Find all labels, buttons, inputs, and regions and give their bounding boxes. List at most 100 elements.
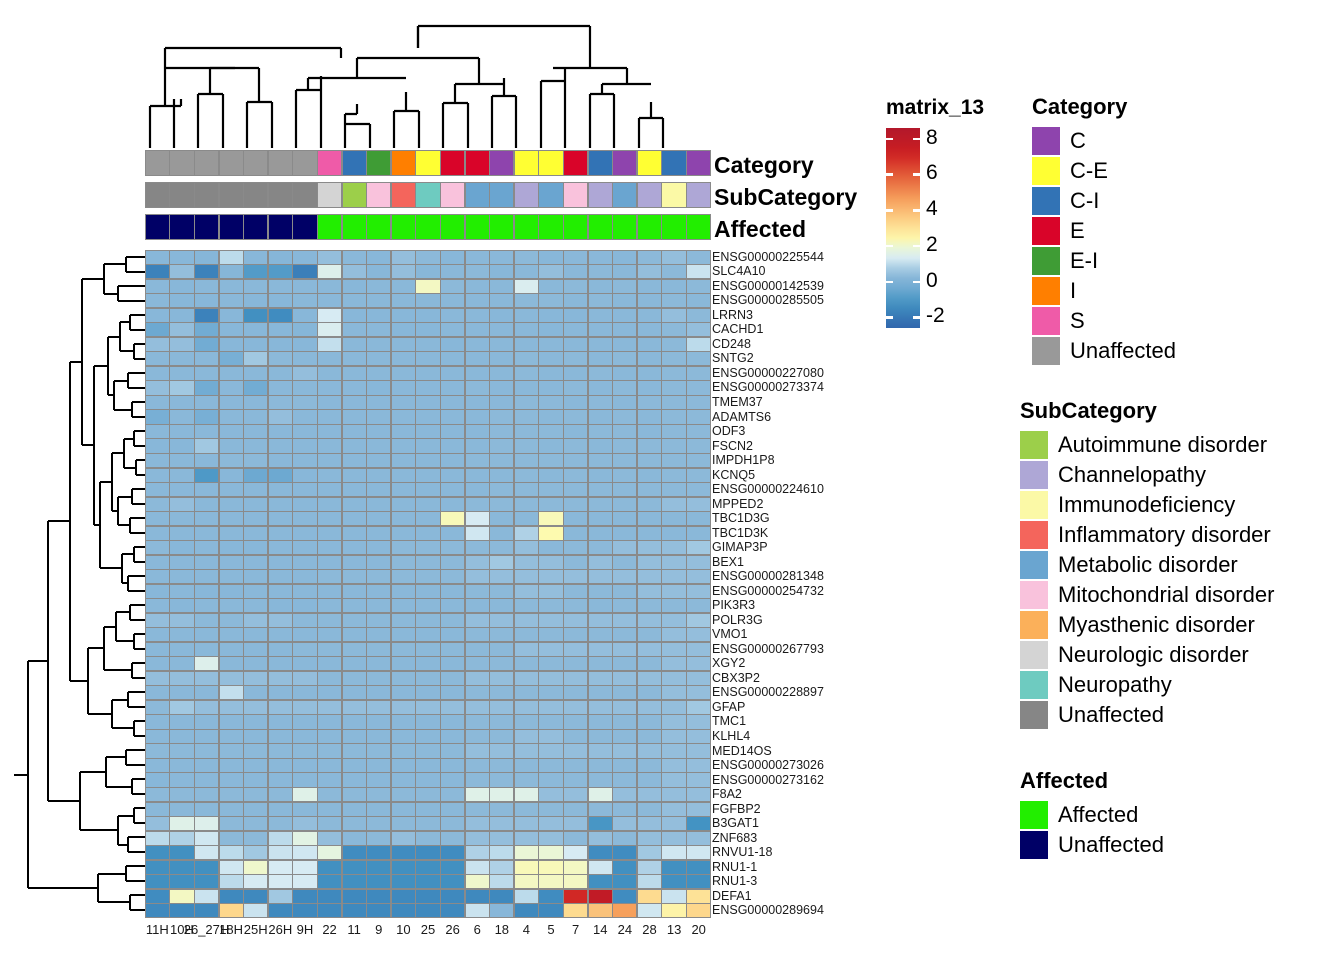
heatmap-cell <box>391 323 415 337</box>
heatmap-cell <box>465 584 489 598</box>
heatmap-cell <box>637 788 662 802</box>
affected-legend-swatch <box>1020 801 1048 829</box>
heatmap-cell <box>416 875 440 889</box>
heatmap-cell <box>367 570 391 584</box>
annotation-cell <box>490 214 514 240</box>
heatmap-cell <box>145 860 169 874</box>
category-legend-swatch <box>1032 127 1060 155</box>
annotation-cell <box>342 150 366 176</box>
heatmap-cell <box>662 700 686 714</box>
heatmap-cell <box>268 424 292 439</box>
annotation-cell <box>317 150 342 176</box>
heatmap-cell <box>342 584 366 598</box>
heatmap-cell <box>342 294 366 308</box>
heatmap-cell <box>514 628 539 642</box>
colorbar-tick-label: 4 <box>926 197 938 221</box>
heatmap-cell <box>637 875 662 889</box>
heatmap-cell <box>342 410 366 424</box>
heatmap-cell <box>170 570 194 584</box>
heatmap-cell <box>367 729 391 744</box>
heatmap-cell <box>145 526 169 540</box>
annotation-cell <box>219 150 243 176</box>
row-label: KCNQ5 <box>712 467 756 482</box>
heatmap-cell <box>416 860 440 874</box>
heatmap-cell <box>367 817 391 831</box>
heatmap-cell <box>465 642 489 656</box>
heatmap-cell <box>514 323 539 337</box>
heatmap-cell <box>244 715 268 729</box>
heatmap-cell <box>391 628 415 642</box>
heatmap-cell <box>194 497 219 511</box>
heatmap-cell <box>194 889 219 903</box>
category-legend-label: S <box>1070 308 1085 333</box>
heatmap-cell <box>490 715 514 729</box>
heatmap-cell <box>490 700 514 714</box>
category-legend-swatch <box>1032 157 1060 185</box>
heatmap-cell <box>637 860 662 874</box>
heatmap-cell <box>391 512 415 526</box>
heatmap-cell <box>564 424 588 439</box>
heatmap-cell <box>317 788 342 802</box>
heatmap-cell <box>219 889 243 903</box>
heatmap-cell <box>441 686 465 700</box>
category-legend-label: E <box>1070 218 1085 243</box>
annotation-cell <box>564 150 588 176</box>
heatmap-cell <box>514 439 539 453</box>
heatmap-cell <box>317 628 342 642</box>
heatmap-cell <box>465 904 489 918</box>
heatmap-cell <box>391 483 415 497</box>
heatmap-cell <box>465 454 489 468</box>
heatmap-cell <box>588 410 612 424</box>
heatmap-cell <box>268 817 292 831</box>
heatmap-cell <box>342 686 366 700</box>
heatmap-cell <box>391 454 415 468</box>
heatmap-cell <box>219 294 243 308</box>
heatmap-cell <box>219 497 243 511</box>
heatmap-cell <box>588 860 612 874</box>
heatmap-cell <box>170 715 194 729</box>
heatmap-cell <box>637 555 662 569</box>
subcategory-legend-swatch <box>1020 491 1048 519</box>
heatmap-cell <box>441 889 465 903</box>
heatmap-cell <box>637 700 662 714</box>
column-label: 26 <box>445 922 460 937</box>
heatmap-cell <box>490 875 514 889</box>
heatmap-cell <box>564 570 588 584</box>
heatmap-cell <box>194 439 219 453</box>
heatmap-cell <box>145 802 169 816</box>
heatmap-cell <box>219 817 243 831</box>
heatmap-cell <box>539 700 563 714</box>
heatmap-cell <box>465 294 489 308</box>
heatmap-cell <box>588 323 612 337</box>
heatmap-cell <box>539 323 563 337</box>
subcategory-legend-item: Mitochondrial disorder <box>1020 580 1274 610</box>
heatmap-cell <box>317 250 342 264</box>
heatmap-cell <box>194 381 219 395</box>
heatmap-cell <box>391 599 415 613</box>
heatmap-cell <box>170 758 194 773</box>
heatmap-cell <box>465 439 489 453</box>
row-label: XGY2 <box>712 656 746 671</box>
category-legend-swatch <box>1032 217 1060 245</box>
annotation-cell <box>194 214 219 240</box>
heatmap-cell <box>588 657 612 671</box>
heatmap-cell <box>416 744 440 758</box>
heatmap-cell <box>588 483 612 497</box>
heatmap-cell <box>268 700 292 714</box>
heatmap-cell <box>391 352 415 366</box>
heatmap-cell <box>145 512 169 526</box>
heatmap-cell <box>465 817 489 831</box>
heatmap-cell <box>244 512 268 526</box>
subcategory-legend-swatch <box>1020 461 1048 489</box>
heatmap-cell <box>293 686 317 700</box>
heatmap-cell <box>170 802 194 816</box>
heatmap-cell <box>637 570 662 584</box>
heatmap-cell <box>662 715 686 729</box>
heatmap-cell <box>145 686 169 700</box>
heatmap-cell <box>588 395 612 410</box>
heatmap-cell <box>170 846 194 860</box>
heatmap-cell <box>662 395 686 410</box>
heatmap-cell <box>613 294 637 308</box>
heatmap-cell <box>613 817 637 831</box>
annotation-cell <box>194 182 219 208</box>
